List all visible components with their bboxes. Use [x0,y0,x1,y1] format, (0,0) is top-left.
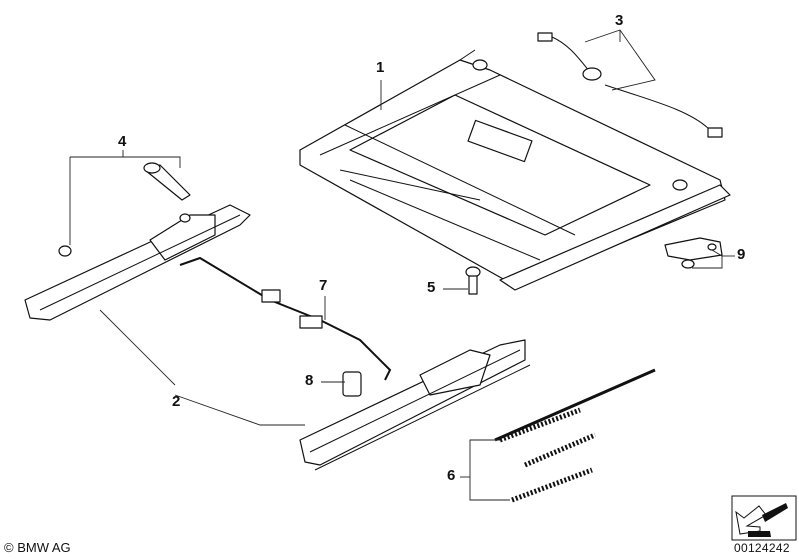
seat-rail-part[interactable] [24,204,531,471]
clip-part[interactable] [342,371,362,397]
screw-part[interactable] [465,266,481,295]
callout-2[interactable]: 2 [172,393,181,410]
bolt-part[interactable] [58,162,191,257]
callout-6[interactable]: 6 [447,467,456,484]
callout-1[interactable]: 1 [376,59,385,76]
adjuster-link-part[interactable] [179,256,392,381]
callout-4[interactable]: 4 [118,133,127,150]
orientation-arrow-icon [731,495,797,541]
callout-5[interactable]: 5 [427,279,436,296]
callout-9[interactable]: 9 [737,246,746,263]
copyright-label: © BMW AG [4,540,71,555]
spring-set-part[interactable] [494,368,656,503]
leader-lines [69,29,735,501]
callout-8[interactable]: 8 [305,372,314,389]
callout-7[interactable]: 7 [319,277,328,294]
bracket-part[interactable] [664,237,723,269]
callout-3[interactable]: 3 [615,12,624,29]
wiring-cable-part[interactable] [537,32,723,138]
seat-frame-part[interactable] [299,49,731,291]
document-number: 00124242 [734,541,790,555]
